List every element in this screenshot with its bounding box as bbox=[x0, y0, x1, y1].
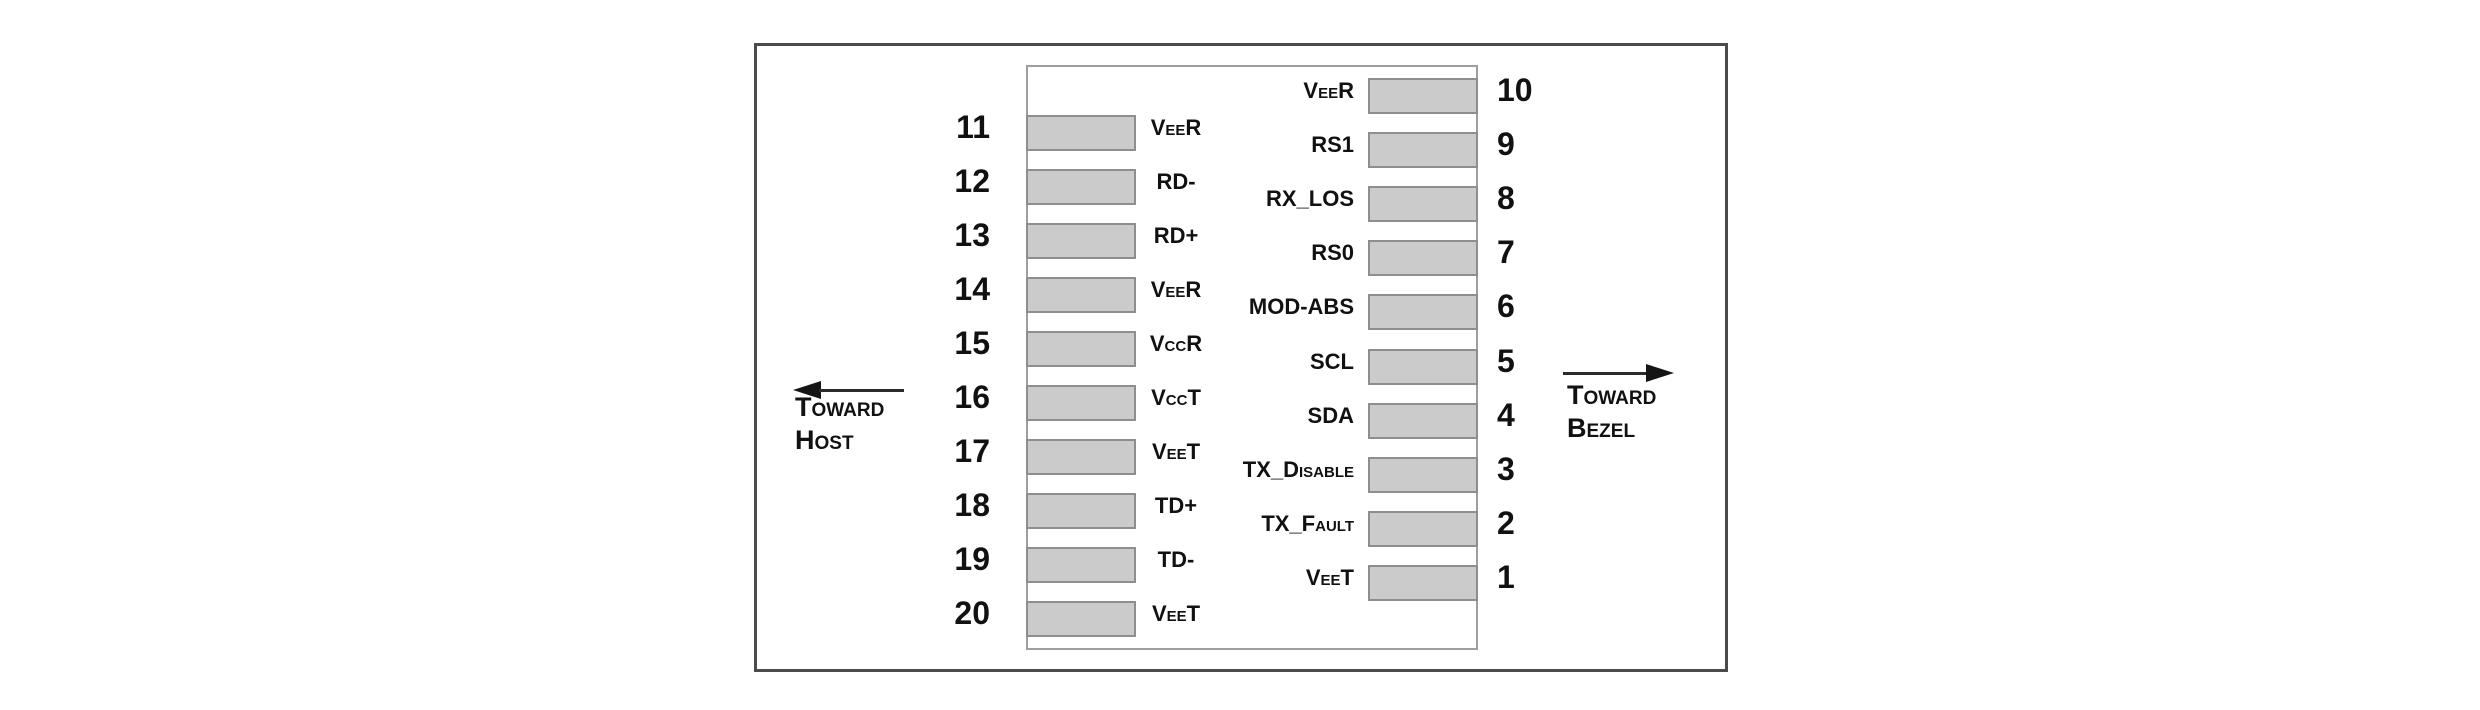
pad-9 bbox=[1368, 132, 1478, 168]
pin-number-16: 16 bbox=[954, 379, 990, 415]
pad-17 bbox=[1026, 439, 1136, 475]
pin-number-6: 6 bbox=[1497, 288, 1515, 324]
pin-label-3: TX_Disable bbox=[1242, 457, 1354, 482]
toward-host-label: Toward Host bbox=[795, 391, 884, 457]
pin-number-18: 18 bbox=[954, 487, 990, 523]
pad-18 bbox=[1026, 493, 1136, 529]
pin-label-15: VccR bbox=[1149, 331, 1203, 356]
toward-host-line1: Toward bbox=[795, 392, 885, 422]
pin-label-11: VeeR bbox=[1150, 115, 1202, 140]
pin-number-9: 9 bbox=[1497, 126, 1515, 162]
pin-label-13: RD+ bbox=[1153, 223, 1199, 248]
pin-number-3: 3 bbox=[1497, 451, 1515, 487]
pin-number-1: 1 bbox=[1497, 559, 1515, 595]
pin-label-4: SDA bbox=[1307, 403, 1354, 428]
pad-8 bbox=[1368, 186, 1478, 222]
pad-11 bbox=[1026, 115, 1136, 151]
toward-bezel-line1: Toward bbox=[1567, 380, 1657, 410]
pad-15 bbox=[1026, 331, 1136, 367]
pin-number-15: 15 bbox=[954, 325, 990, 361]
toward-host-arrow bbox=[793, 381, 904, 399]
pin-label-16: VccT bbox=[1151, 385, 1201, 410]
pin-label-20: VeeT bbox=[1151, 601, 1201, 626]
pin-label-1: VeeT bbox=[1305, 565, 1354, 590]
pin-label-14: VeeR bbox=[1150, 277, 1202, 302]
pin-label-17: VeeT bbox=[1151, 439, 1201, 464]
arrow-head-right-icon bbox=[1646, 364, 1674, 382]
pin-label-19: TD- bbox=[1157, 547, 1195, 572]
pin-number-2: 2 bbox=[1497, 505, 1515, 541]
pin-label-2: TX_Fault bbox=[1261, 511, 1354, 536]
arrow-shaft bbox=[1563, 371, 1648, 375]
pad-3 bbox=[1368, 457, 1478, 493]
pin-number-11: 11 bbox=[956, 109, 990, 145]
pin-number-5: 5 bbox=[1497, 343, 1515, 379]
toward-host-line2: Host bbox=[795, 425, 854, 455]
pin-label-9: RS1 bbox=[1311, 132, 1354, 157]
toward-bezel-arrow bbox=[1563, 364, 1674, 382]
pin-number-7: 7 bbox=[1497, 234, 1515, 270]
pin-label-12: RD- bbox=[1156, 169, 1196, 194]
pad-19 bbox=[1026, 547, 1136, 583]
pin-label-7: RS0 bbox=[1311, 240, 1354, 265]
pad-1 bbox=[1368, 565, 1478, 601]
pin-number-19: 19 bbox=[954, 541, 990, 577]
pad-13 bbox=[1026, 223, 1136, 259]
pad-6 bbox=[1368, 294, 1478, 330]
pin-label-8: RX_LOS bbox=[1265, 186, 1354, 211]
pin-number-10: 10 bbox=[1497, 72, 1533, 108]
pad-7 bbox=[1368, 240, 1478, 276]
pin-number-13: 13 bbox=[954, 217, 990, 253]
pin-number-8: 8 bbox=[1497, 180, 1515, 216]
pad-5 bbox=[1368, 349, 1478, 385]
pad-12 bbox=[1026, 169, 1136, 205]
arrow-shaft bbox=[819, 388, 904, 392]
pin-number-17: 17 bbox=[954, 433, 990, 469]
toward-bezel-line2: Bezel bbox=[1567, 413, 1636, 443]
arrow-head-left-icon bbox=[793, 381, 821, 399]
pad-20 bbox=[1026, 601, 1136, 637]
pin-label-10: VeeR bbox=[1303, 78, 1354, 103]
pad-4 bbox=[1368, 403, 1478, 439]
pin-number-14: 14 bbox=[954, 271, 990, 307]
pad-2 bbox=[1368, 511, 1478, 547]
pin-number-20: 20 bbox=[954, 595, 990, 631]
pad-10 bbox=[1368, 78, 1478, 114]
toward-bezel-label: Toward Bezel bbox=[1567, 379, 1656, 445]
pin-number-12: 12 bbox=[954, 163, 990, 199]
pad-14 bbox=[1026, 277, 1136, 313]
pin-label-6: MOD-ABS bbox=[1248, 294, 1354, 319]
pin-number-4: 4 bbox=[1497, 397, 1515, 433]
pin-label-18: TD+ bbox=[1154, 493, 1198, 518]
pin-label-5: SCL bbox=[1310, 349, 1354, 374]
pad-16 bbox=[1026, 385, 1136, 421]
